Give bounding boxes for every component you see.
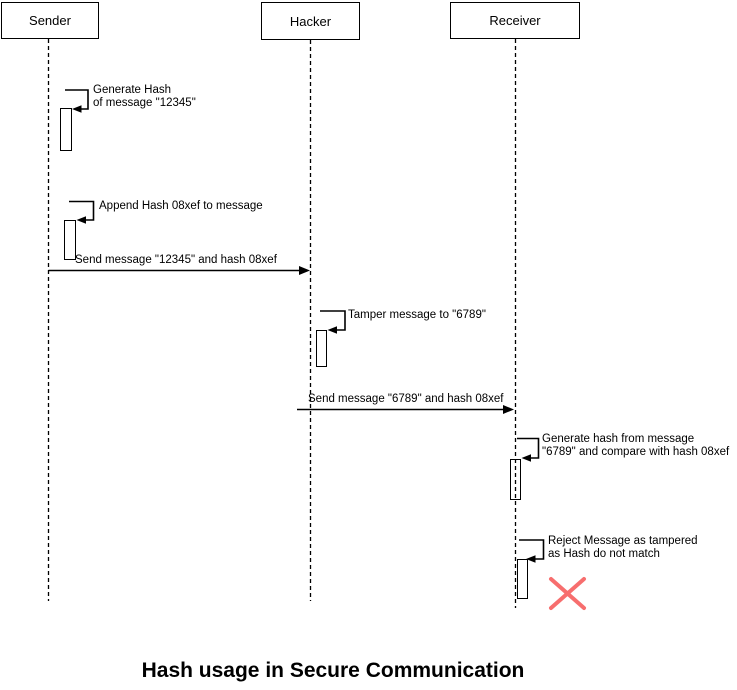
self-message-append-hash: [69, 200, 95, 221]
arrowhead-left-icon: [72, 105, 82, 113]
reject-x-icon: [549, 577, 586, 610]
self-message-reject: [519, 539, 545, 560]
actor-label-hacker: Hacker: [289, 13, 332, 29]
label-send-tampered: Send message "6789" and hash 08xef: [308, 393, 504, 405]
self-message-verify-hash: [517, 437, 540, 459]
actor-box-receiver: Receiver: [450, 2, 580, 39]
actor-box-sender: Sender: [1, 2, 99, 39]
arrowhead-right-icon: [503, 405, 514, 414]
arrowhead-left-icon: [76, 216, 86, 224]
activation-bar-receiver-1: [510, 459, 521, 500]
arrowhead-right-icon: [299, 266, 310, 275]
arrowhead-left-icon: [526, 555, 536, 563]
label-verify-hash: Generate hash from message "6789" and co…: [542, 433, 730, 458]
diagram-title: Hash usage in Secure Communication: [141, 659, 525, 682]
label-send-original: Send message "12345" and hash 08xef: [75, 254, 277, 266]
arrowhead-left-icon: [327, 326, 337, 334]
actor-label-receiver: Receiver: [489, 13, 541, 28]
self-message-generate-hash: [65, 89, 89, 110]
actor-label-sender: Sender: [29, 13, 71, 28]
activation-bar-sender-1: [60, 108, 72, 151]
label-tamper: Tamper message to "6789": [348, 309, 486, 321]
label-append-hash: Append Hash 08xef to message: [99, 200, 263, 212]
arrowhead-left-icon: [521, 454, 531, 462]
activation-bar-receiver-2: [517, 559, 528, 599]
activation-bar-hacker: [316, 330, 327, 367]
label-reject: Reject Message as tampered as Hash do no…: [548, 535, 698, 560]
label-generate-hash: Generate Hash of message "12345": [93, 84, 196, 109]
activation-bar-sender-2: [64, 220, 76, 260]
self-message-tamper: [320, 310, 346, 331]
actor-box-hacker: Hacker: [261, 2, 360, 40]
